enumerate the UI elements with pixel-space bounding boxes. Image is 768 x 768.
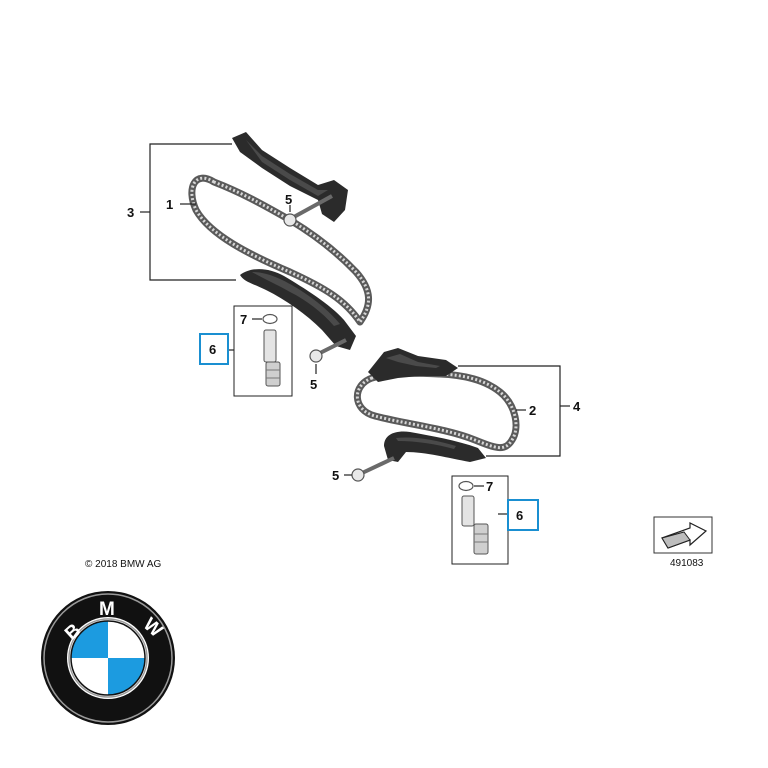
callout-1: 1 bbox=[166, 197, 173, 212]
callout-5-top: 5 bbox=[285, 192, 292, 207]
screw-top[interactable] bbox=[283, 194, 333, 227]
upper-guide-rail-top[interactable] bbox=[232, 132, 348, 222]
oring-right[interactable] bbox=[458, 480, 474, 492]
callout-5-mid: 5 bbox=[310, 377, 317, 392]
callout-5-bottom: 5 bbox=[332, 468, 339, 483]
callout-3: 3 bbox=[127, 205, 134, 220]
logo-letter-m: M bbox=[99, 599, 115, 620]
lower-guide-rail-bottom[interactable] bbox=[384, 431, 486, 462]
direction-arrow-icon bbox=[653, 516, 713, 554]
tensioner-right[interactable] bbox=[461, 495, 489, 555]
upper-guide-rail-bottom[interactable] bbox=[240, 269, 356, 350]
callout-6-right-box[interactable] bbox=[507, 499, 539, 531]
lower-guide-rail-top[interactable] bbox=[368, 348, 458, 382]
callout-7-left: 7 bbox=[240, 312, 247, 327]
screw-mid[interactable] bbox=[309, 338, 347, 363]
callout-4: 4 bbox=[573, 399, 581, 414]
copyright-text: © 2018 BMW AG bbox=[85, 559, 162, 570]
callout-6-left: 6 bbox=[209, 342, 216, 357]
lower-chain[interactable] bbox=[353, 369, 520, 451]
oring-left[interactable] bbox=[262, 313, 278, 325]
callout-2: 2 bbox=[529, 403, 536, 418]
tensioner-box-left bbox=[233, 305, 293, 397]
callout-7-right: 7 bbox=[486, 479, 493, 494]
bracket-4 bbox=[458, 365, 561, 457]
screw-bottom[interactable] bbox=[351, 456, 395, 482]
diagram-id: 491083 bbox=[670, 558, 704, 569]
bmw-logo: B M W bbox=[41, 591, 175, 725]
tensioner-left[interactable] bbox=[263, 329, 281, 387]
callout-6-left-box[interactable] bbox=[199, 333, 229, 365]
callout-6-right: 6 bbox=[516, 508, 523, 523]
bracket-3 bbox=[149, 143, 236, 281]
